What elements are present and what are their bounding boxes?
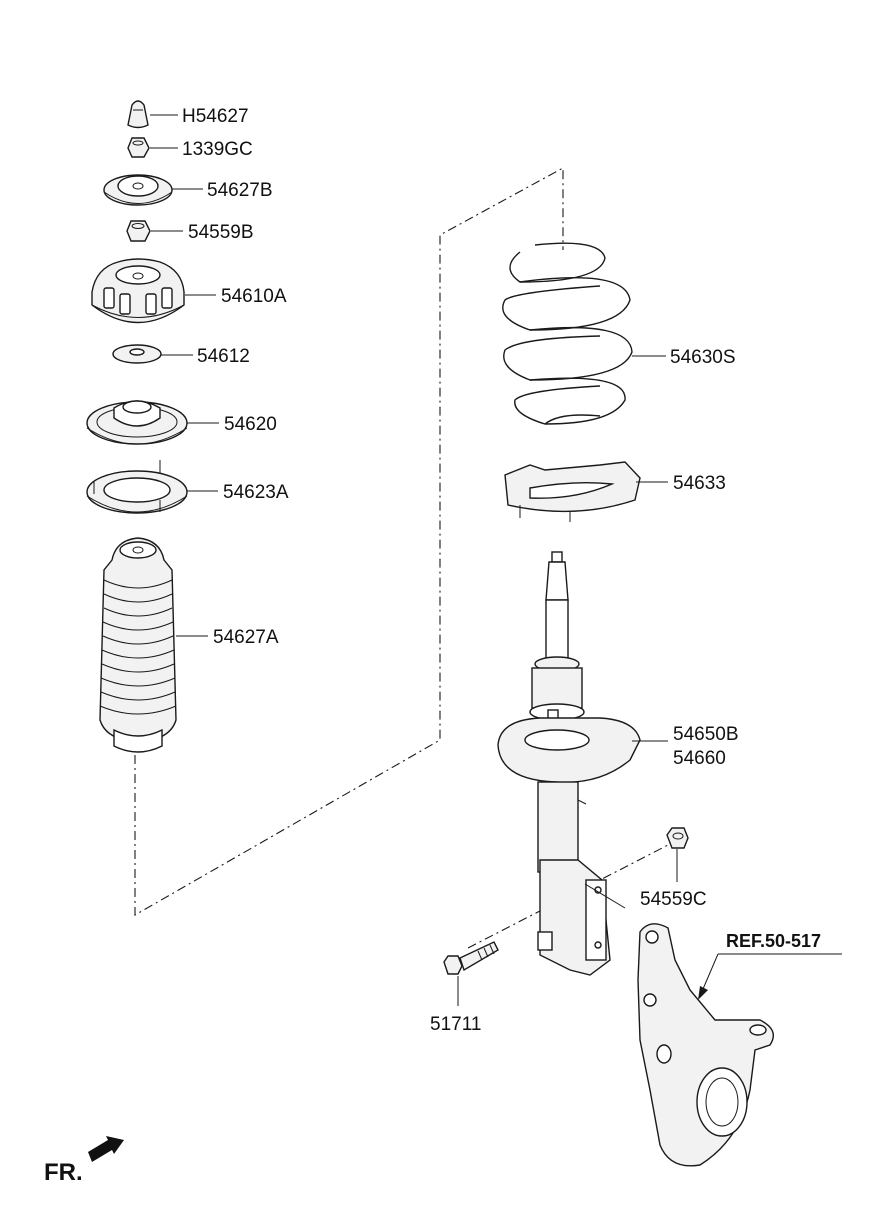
label-h54627: H54627 [182, 106, 249, 127]
part-steering-knuckle [637, 923, 774, 1167]
label-54660: 54660 [673, 748, 726, 769]
label-54612: 54612 [197, 346, 250, 367]
part-54559b [126, 220, 151, 242]
part-54633 [504, 461, 641, 522]
part-54627a [99, 537, 177, 753]
label-54610a: 54610A [221, 286, 287, 307]
label-54650b: 54650B [673, 724, 739, 745]
label-54559b: 54559B [188, 222, 254, 243]
part-h54627 [127, 100, 149, 129]
front-arrow-icon [88, 1136, 124, 1162]
label-54627a: 54627A [213, 627, 279, 648]
label-ref-50-517: REF.50-517 [726, 931, 821, 951]
part-54623a [86, 460, 188, 514]
part-1339gc [127, 137, 150, 158]
part-51711-bolt [443, 941, 499, 975]
label-54633: 54633 [673, 473, 726, 494]
label-54620: 54620 [224, 414, 277, 435]
assembly-dashed-line [134, 167, 564, 916]
part-54630s [502, 242, 633, 425]
part-54650b-strut [497, 551, 641, 976]
label-54627b: 54627B [207, 180, 273, 201]
part-54559c [666, 827, 689, 849]
label-54630s: 54630S [670, 347, 736, 368]
label-1339gc: 1339GC [182, 139, 253, 160]
label-54559c: 54559C [640, 889, 707, 910]
ref-arrow-icon [698, 986, 708, 1000]
part-54627b [103, 174, 173, 206]
part-54620 [86, 400, 188, 445]
label-54623a: 54623A [223, 482, 289, 503]
knuckle-connector-line [584, 883, 626, 909]
front-indicator-label: FR. [44, 1159, 83, 1186]
part-54610a [91, 258, 185, 324]
label-51711: 51711 [430, 1014, 481, 1035]
part-54612 [112, 344, 162, 364]
